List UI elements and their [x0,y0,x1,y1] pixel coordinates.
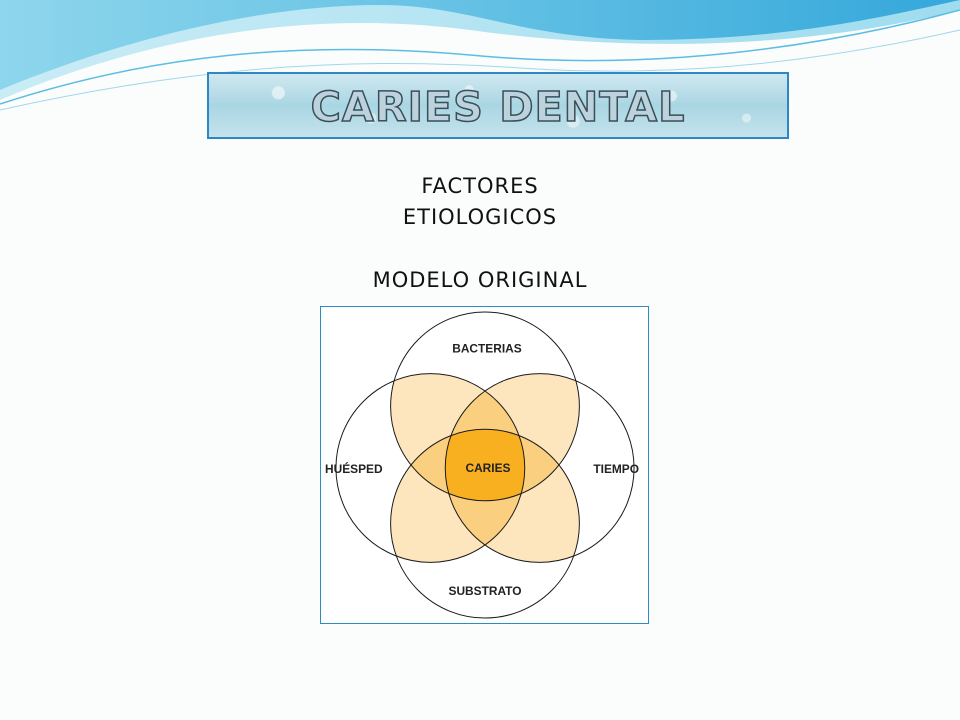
background-waves [0,0,960,111]
circle-outlines [335,311,635,619]
page-title: CARIES DENTAL [311,83,686,131]
triple-overlaps [390,373,580,563]
overlap-triple-top-left [445,373,525,501]
venn-diagram-frame: BACTERIAS HUÉSPED TIEMPO SUBSTRATO CARIE… [320,306,649,624]
subtitle-factores: FACTORES [421,174,539,198]
label-huesped: HUÉSPED [325,461,383,476]
subtitle-modelo-original: MODELO ORIGINAL [372,268,588,292]
label-substrato: SUBSTRATO [449,584,522,598]
title-banner: CARIES DENTAL [207,72,789,139]
label-caries: CARIES [465,461,510,475]
label-bacterias: BACTERIAS [452,342,522,356]
overlap-triple-bottom-right [445,429,525,563]
subtitle-etiologicos: ETIOLOGICOS [402,205,558,229]
label-tiempo: TIEMPO [593,462,639,476]
venn-diagram: BACTERIAS HUÉSPED TIEMPO SUBSTRATO CARIE… [325,311,639,619]
overlap-triple-top-bottom [390,429,525,501]
overlap-triple-bottom-top [445,429,580,501]
